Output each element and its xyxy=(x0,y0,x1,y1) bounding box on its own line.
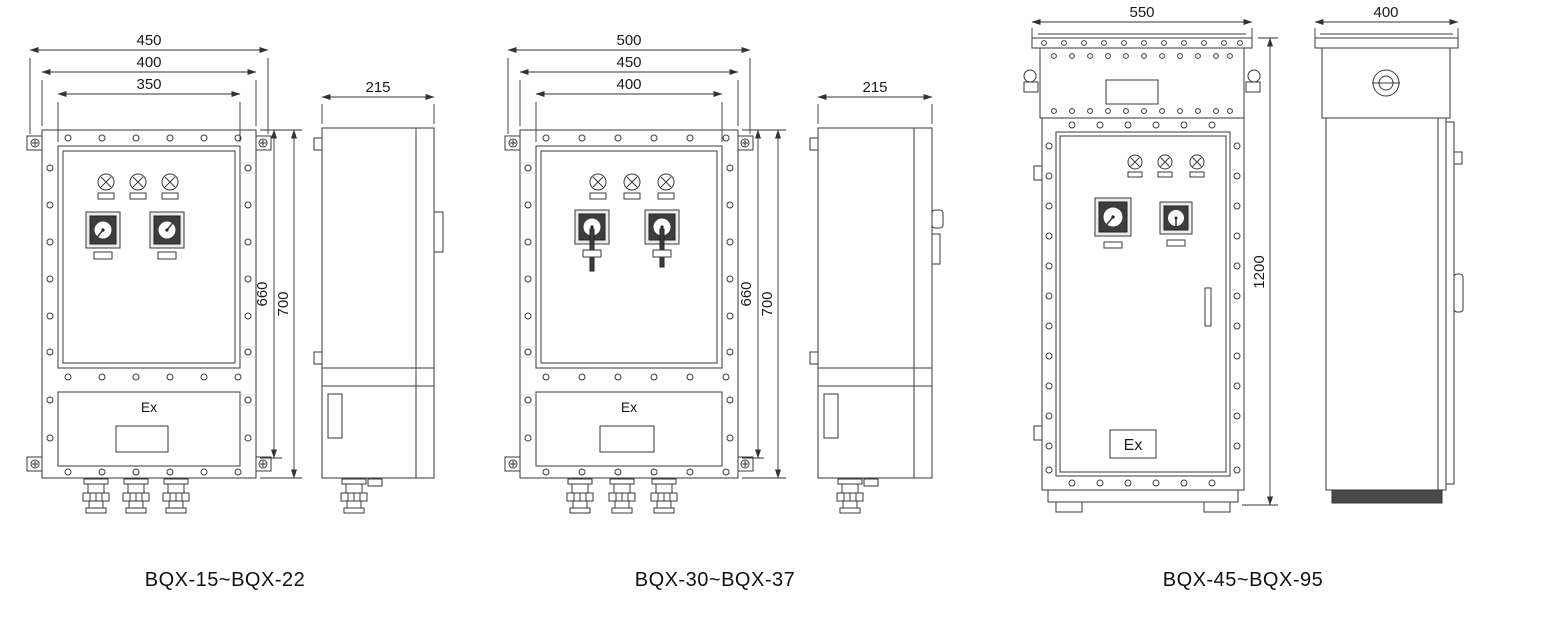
dim-height-1: 660 xyxy=(738,281,755,306)
rotary-switch-2 xyxy=(644,209,680,268)
dimensions: 500 450 400 660 700 215 xyxy=(507,32,933,479)
dim-width-top: 550 xyxy=(1129,4,1154,21)
rotary-switch-1 xyxy=(574,209,610,272)
cable-glands xyxy=(82,478,190,514)
rotary-switch-1 xyxy=(1094,197,1132,249)
base-flange xyxy=(1047,489,1239,503)
side-body xyxy=(1325,117,1447,491)
side-hook xyxy=(1453,151,1463,165)
dim-height-2: 700 xyxy=(759,291,776,316)
bqx-15-22-drawing: Ex xyxy=(26,32,444,514)
indicator-lights xyxy=(97,173,179,200)
foot-right xyxy=(1203,501,1231,513)
indicator-lights xyxy=(1127,154,1205,178)
side-top-lid xyxy=(1314,37,1459,49)
nameplate xyxy=(115,425,169,453)
foot-left xyxy=(1055,501,1083,513)
rotary-switch-2 xyxy=(149,211,185,260)
door-handle-knob xyxy=(931,209,944,229)
dim-width-3: 400 xyxy=(616,76,641,93)
nameplate xyxy=(599,425,655,453)
dim-width-1: 500 xyxy=(616,32,641,49)
cabinet-door-inner-line xyxy=(1059,135,1227,473)
upper-door xyxy=(57,145,241,369)
dimensions: 450 400 350 660 700 215 xyxy=(29,32,435,479)
cabinet-door xyxy=(1055,131,1231,477)
side-foot xyxy=(367,478,383,487)
dim-side-width: 215 xyxy=(862,79,887,96)
door-handle-bar xyxy=(931,233,941,265)
rotary-switch-1 xyxy=(85,211,121,260)
dim-height-2: 700 xyxy=(275,291,292,316)
indicator-lights xyxy=(589,173,675,200)
door-handle xyxy=(1204,287,1212,327)
side-view xyxy=(809,127,944,514)
ex-marking: Ex xyxy=(1124,437,1143,454)
figure-caption-2: BQX-30~BQX-37 xyxy=(634,569,796,591)
side-tab-top xyxy=(313,137,323,151)
cable-glands xyxy=(566,478,678,514)
side-cable-gland xyxy=(340,478,368,514)
dim-height-1: 660 xyxy=(254,281,271,306)
front-view: Ex xyxy=(1023,33,1261,513)
dimensions: 550 1200 400 xyxy=(1031,4,1459,506)
side-tab-bottom xyxy=(809,351,819,365)
ex-frame xyxy=(1109,429,1157,459)
side-foot xyxy=(863,478,879,487)
dim-width-3: 350 xyxy=(136,76,161,93)
hinge-tab-bottom xyxy=(1033,425,1043,441)
figure-caption-3: BQX-45~BQX-95 xyxy=(1162,569,1324,591)
bqx-30-37-drawing: Ex xyxy=(504,32,944,514)
ex-marking: Ex xyxy=(141,399,157,415)
hinge-tab-top xyxy=(1033,165,1043,181)
side-lower-detail xyxy=(823,393,839,439)
lifting-eye-left xyxy=(1023,69,1039,93)
side-tab-top xyxy=(809,137,819,151)
dim-side-width: 215 xyxy=(365,79,390,96)
dim-width-2: 400 xyxy=(136,54,161,71)
side-view xyxy=(313,127,444,514)
side-view xyxy=(1314,33,1464,504)
side-door-flange xyxy=(1445,121,1455,485)
front-view: Ex xyxy=(26,129,272,514)
terminal-box-window xyxy=(1105,79,1159,105)
figure-caption-1: BQX-15~BQX-22 xyxy=(144,569,306,591)
cable-entry-gland xyxy=(1372,69,1400,97)
side-base xyxy=(1331,489,1443,504)
side-tab-bottom xyxy=(313,351,323,365)
dim-width-2: 450 xyxy=(616,54,641,71)
door-handle xyxy=(433,211,444,253)
upper-door-inner-line xyxy=(62,150,236,364)
dim-side-width: 400 xyxy=(1373,4,1398,21)
front-view: Ex xyxy=(504,129,754,514)
side-handle xyxy=(1453,273,1464,313)
lifting-eye-right xyxy=(1245,69,1261,93)
dim-width-1: 450 xyxy=(136,32,161,49)
ex-marking: Ex xyxy=(621,399,637,415)
dim-height: 1200 xyxy=(1251,255,1268,288)
upper-door-inner-line xyxy=(540,150,718,364)
bqx-45-95-drawing: Ex xyxy=(1023,4,1464,513)
rotary-switch-2 xyxy=(1159,201,1193,247)
side-lower-detail xyxy=(327,393,343,439)
side-cable-gland xyxy=(836,478,864,514)
